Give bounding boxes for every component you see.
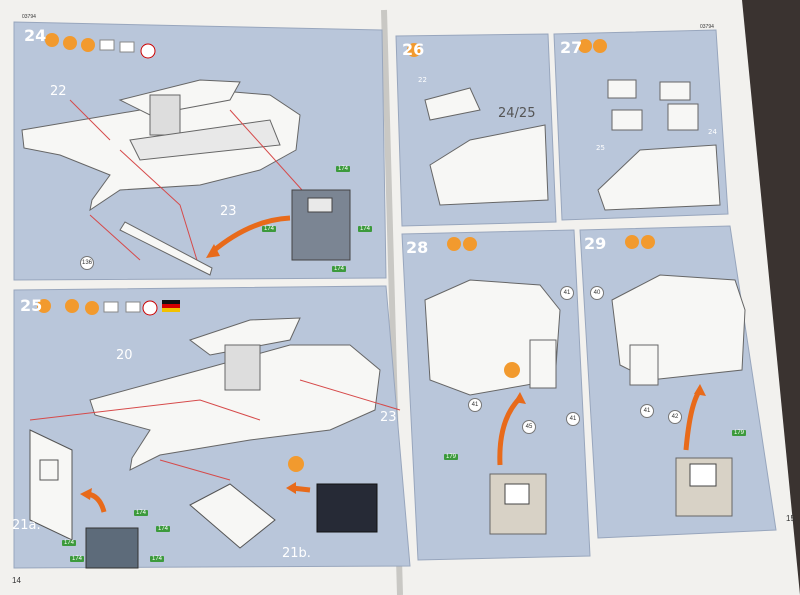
color-tag: 174 <box>262 226 277 232</box>
part-label: 23 <box>220 204 237 219</box>
part-callout: 41 <box>640 404 654 418</box>
part-label: 22 <box>50 84 67 99</box>
question-icon <box>45 33 59 47</box>
page-number-left: 14 <box>12 576 21 585</box>
part-label: 23 <box>380 410 397 425</box>
part-label: 25 <box>596 144 605 152</box>
glue-icon <box>65 299 79 313</box>
step-28-question-marker <box>504 362 520 378</box>
step-27-fuselage <box>597 79 721 211</box>
step-number-29: 29 <box>584 234 607 253</box>
paint-icon <box>85 301 99 315</box>
step-number-26: 26 <box>402 40 425 59</box>
step-28-question-icon <box>447 237 461 251</box>
step-24-arrow <box>210 215 291 254</box>
page-number-right: 15 <box>786 514 795 523</box>
part-callout: 41 <box>566 412 580 426</box>
decal-icon <box>125 301 141 313</box>
step-number-28: 28 <box>406 238 429 257</box>
glue-icon <box>63 36 77 50</box>
color-tag: 179 <box>732 430 747 436</box>
part-label: 21b. <box>282 546 311 561</box>
color-tag: 174 <box>62 540 77 546</box>
color-tag: 174 <box>134 510 149 516</box>
decal-icon <box>103 301 119 313</box>
step-24-fuselage <box>21 79 301 212</box>
step-29-question-icon <box>625 235 639 249</box>
part-label: 20 <box>116 348 133 363</box>
step-24-part-panel <box>119 221 213 276</box>
color-tag: 174 <box>156 526 171 532</box>
step-25-door-21b <box>189 483 276 549</box>
step-24-icons <box>45 33 156 59</box>
color-tag: 174 <box>150 556 165 562</box>
part-callout: 45 <box>522 420 536 434</box>
step-29-fuselage <box>611 274 746 386</box>
step-number-27: 27 <box>560 38 583 57</box>
step-28-glue-icon <box>463 237 477 251</box>
clock-icon <box>140 43 156 59</box>
part-label: 21a. <box>12 518 41 533</box>
clock-icon <box>142 300 158 316</box>
step-25-dark-card <box>316 483 378 533</box>
part-callout: 136 <box>80 256 94 270</box>
part-label: 24/25 <box>498 106 536 121</box>
part-label: 22 <box>418 76 427 84</box>
flag-icon <box>162 300 180 312</box>
paint-icon <box>81 38 95 52</box>
step-25-icons <box>37 299 180 316</box>
part-callout: 41 <box>560 286 574 300</box>
part-label: 24 <box>708 128 717 136</box>
color-tag: 174 <box>70 556 85 562</box>
part-callout: 42 <box>668 410 682 424</box>
step-27-glue-icon <box>593 39 607 53</box>
header-code-right: 03794 <box>700 24 714 30</box>
step-number-24: 24 <box>24 26 47 45</box>
step-25-gray-card <box>85 527 139 569</box>
step-26-fuselage <box>424 87 549 206</box>
step-25-marker <box>288 456 304 472</box>
color-tag: 174 <box>336 166 351 172</box>
step-number-25: 25 <box>20 296 43 315</box>
color-tag: 179 <box>444 454 459 460</box>
decal-icon <box>119 41 135 53</box>
header-code-left: 03794 <box>22 14 36 20</box>
step-25-fuselage <box>89 317 381 471</box>
part-callout: 41 <box>468 398 482 412</box>
decal-icon <box>99 39 115 51</box>
step-28-fuselage <box>424 279 561 396</box>
step-29-glue-icon <box>641 235 655 249</box>
question-icon <box>37 299 51 313</box>
step-27-question-icon <box>578 39 592 53</box>
part-callout: 40 <box>590 286 604 300</box>
step-26-question-icon <box>407 43 421 57</box>
color-tag: 174 <box>332 266 347 272</box>
color-tag: 174 <box>358 226 373 232</box>
